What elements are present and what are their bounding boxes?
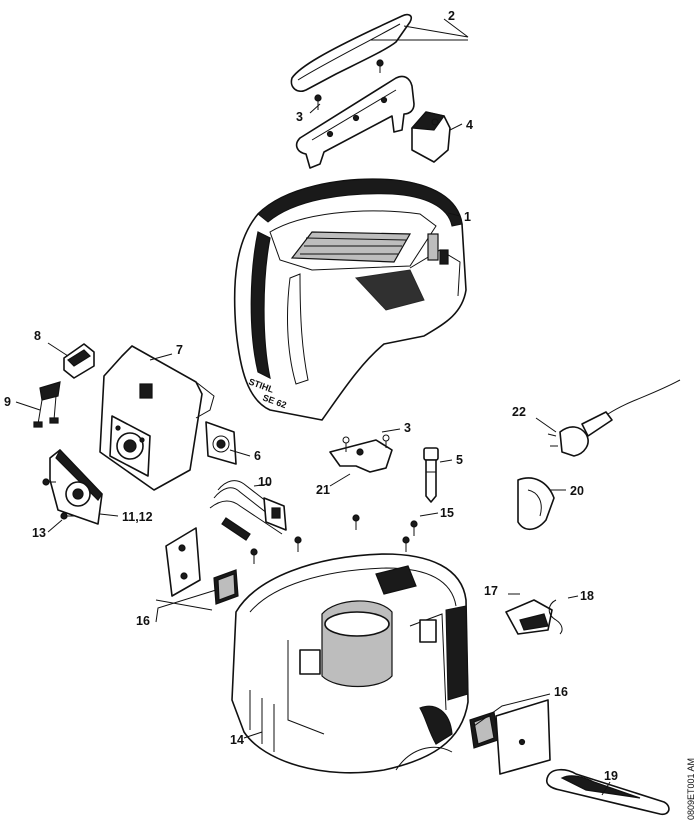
part-22-power-plug	[547, 379, 681, 457]
callout-3-middle: 3	[404, 421, 411, 435]
callout-numbers: 2 1 3 4 8 7 9 3 22 6 5 21 10 20 11,12 15…	[4, 9, 618, 783]
callout-16-left: 16	[136, 614, 150, 628]
callout-21: 21	[316, 483, 330, 497]
part-9-clip	[33, 381, 61, 428]
callout-8: 8	[34, 329, 41, 343]
callout-5: 5	[456, 453, 463, 467]
part-4-knob	[410, 111, 451, 163]
part-5-pin	[423, 447, 439, 503]
callout-20: 20	[570, 484, 584, 498]
handle-bracket	[295, 75, 415, 169]
callout-17: 17	[484, 584, 498, 598]
part-15-screws	[250, 514, 418, 564]
callout-6: 6	[254, 449, 261, 463]
part-6-gasket	[205, 421, 237, 465]
part-11-12-socket	[49, 448, 103, 525]
callout-13: 13	[32, 526, 46, 540]
callout-19: 19	[604, 769, 618, 783]
callout-2: 2	[448, 9, 455, 23]
callout-22: 22	[512, 405, 526, 419]
part-13-screws	[42, 478, 74, 520]
part-1-hood-cover: STIHL SE 62	[233, 178, 467, 421]
part-17-holder	[505, 599, 553, 635]
callout-3-top: 3	[296, 110, 303, 124]
part-20-cover-flap	[517, 477, 555, 531]
callout-4: 4	[466, 118, 473, 132]
callout-14: 14	[230, 733, 244, 747]
part-19-strap	[545, 768, 670, 816]
callout-9: 9	[4, 395, 11, 409]
part-7-control-panel	[99, 345, 215, 491]
part-3-screw-top	[314, 59, 384, 110]
part-2-handle-grip	[290, 13, 413, 93]
part-16-filter-right	[469, 699, 551, 775]
part-21-bracket	[329, 434, 393, 473]
callout-16-right: 16	[554, 685, 568, 699]
part-10-cable-harness	[209, 480, 287, 541]
part-16-filter-left	[165, 527, 239, 605]
drawing-code: 0809ET001 AM	[686, 758, 696, 820]
leader-lines	[15, 18, 611, 796]
callout-7: 7	[176, 343, 183, 357]
part-18-spring	[548, 599, 563, 635]
callout-11-12: 11,12	[122, 510, 153, 524]
part-14-base-housing	[231, 553, 469, 774]
callout-18: 18	[580, 589, 594, 603]
callout-15: 15	[440, 506, 454, 520]
callout-1: 1	[464, 210, 471, 224]
callout-10: 10	[258, 475, 272, 489]
part-8-switch	[63, 343, 95, 379]
